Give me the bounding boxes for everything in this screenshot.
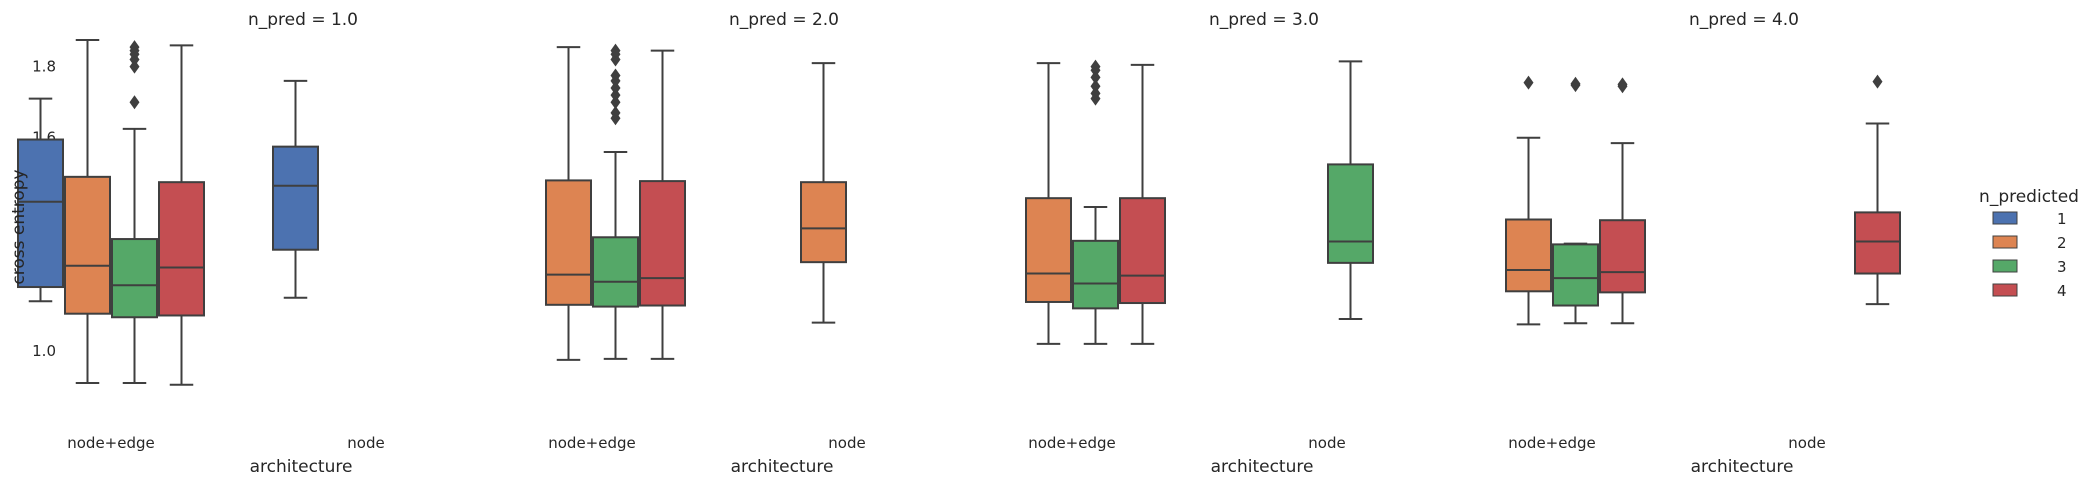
box-iqr — [1854, 211, 1901, 275]
y-axis-label: cross entropy — [9, 169, 29, 284]
box-node+edge-hue-4 — [1599, 77, 1646, 325]
box-iqr — [158, 181, 205, 317]
box-iqr — [1072, 239, 1119, 310]
flier — [1523, 75, 1534, 90]
box-node-hue-1 — [272, 79, 319, 299]
box-node+edge-hue-2 — [1505, 75, 1552, 326]
plot-layer: 1.01.21.41.61.8n_pred = 1.0node+edgenode… — [17, 10, 1901, 477]
box-iqr — [1599, 219, 1646, 294]
flier — [1090, 86, 1101, 101]
legend-title: n_predicted — [1979, 187, 2079, 207]
legend-swatch-1 — [1992, 211, 2018, 225]
x-tick-label: node+edge — [1508, 434, 1596, 452]
box-node-hue-2 — [800, 62, 847, 324]
box-iqr — [111, 238, 158, 319]
x-tick-label: node+edge — [1028, 434, 1116, 452]
box-iqr — [64, 175, 111, 315]
box-node+edge-hue-3 — [1552, 76, 1599, 325]
panel-3: n_pred = 3.0 node+edge node architecture — [1025, 10, 1374, 477]
x-tick-label: node — [347, 434, 384, 452]
panel-2: n_pred = 2.0 node+edge node architecture — [545, 10, 866, 477]
legend-label-3: 3 — [2057, 258, 2067, 276]
flier — [1570, 76, 1581, 91]
box-iqr — [272, 145, 319, 251]
x-axis-label: architecture — [1211, 457, 1314, 477]
box-node+edge-hue-4 — [158, 44, 205, 386]
flier — [610, 68, 621, 83]
flier — [610, 80, 621, 95]
panel-title: n_pred = 2.0 — [729, 10, 839, 30]
flier — [1090, 59, 1101, 74]
legend-label-4: 4 — [2057, 282, 2067, 300]
box-node+edge-hue-2 — [545, 46, 592, 361]
flier — [129, 95, 140, 110]
x-axis-label: architecture — [250, 457, 353, 477]
box-node+edge-hue-2 — [64, 38, 111, 385]
panel-1: n_pred = 1.0 node+edge node architecture — [17, 10, 385, 477]
flier — [610, 105, 621, 120]
flier — [1090, 79, 1101, 94]
panel-title: n_pred = 3.0 — [1209, 10, 1319, 30]
x-axis-label: architecture — [731, 457, 834, 477]
flier — [610, 88, 621, 103]
panel-4: n_pred = 4.0 node+edge node architecture — [1505, 10, 1901, 477]
flier — [1617, 77, 1628, 92]
box-node+edge-hue-4 — [1119, 63, 1166, 345]
box-iqr — [1505, 218, 1552, 293]
x-tick-label: node — [828, 434, 865, 452]
box-node+edge-hue-3 — [592, 43, 639, 360]
box-iqr — [639, 180, 686, 307]
flier — [610, 43, 621, 58]
y-tick-label: 1.8 — [32, 58, 56, 76]
box-iqr — [592, 236, 639, 308]
legend-label-1: 1 — [2057, 210, 2067, 228]
panel-title: n_pred = 1.0 — [248, 10, 358, 30]
legend-swatch-2 — [1992, 235, 2018, 249]
flier — [1872, 74, 1883, 89]
box-node+edge-hue-2 — [1025, 62, 1072, 345]
box-iqr — [800, 181, 847, 264]
box-iqr — [545, 179, 592, 306]
legend-swatch-3 — [1992, 259, 2018, 273]
box-iqr — [1327, 163, 1374, 264]
panel-title: n_pred = 4.0 — [1689, 10, 1799, 30]
box-node+edge-hue-4 — [639, 49, 686, 360]
box-iqr — [1552, 243, 1599, 307]
legend-label-2: 2 — [2057, 234, 2067, 252]
y-tick-label: 1.0 — [32, 342, 56, 360]
flier — [129, 40, 140, 55]
x-axis-label: architecture — [1691, 457, 1794, 477]
box-node-hue-3 — [1327, 60, 1374, 321]
x-tick-label: node — [1308, 434, 1345, 452]
legend-swatch-4 — [1992, 283, 2018, 297]
flier — [1090, 70, 1101, 85]
flier — [610, 95, 621, 110]
box-node-hue-4 — [1854, 74, 1901, 306]
box-node+edge-hue-1 — [17, 97, 64, 303]
box-iqr — [1025, 197, 1072, 303]
flier — [129, 59, 140, 74]
x-tick-label: node+edge — [548, 434, 636, 452]
box-iqr — [17, 138, 64, 289]
box-node+edge-hue-3 — [111, 40, 158, 385]
box-node+edge-hue-3 — [1072, 59, 1119, 345]
legend: n_predicted 1 2 3 4 — [1979, 187, 2079, 300]
x-tick-label: node — [1788, 434, 1825, 452]
box-iqr — [1119, 197, 1166, 305]
x-tick-label: node+edge — [67, 434, 155, 452]
